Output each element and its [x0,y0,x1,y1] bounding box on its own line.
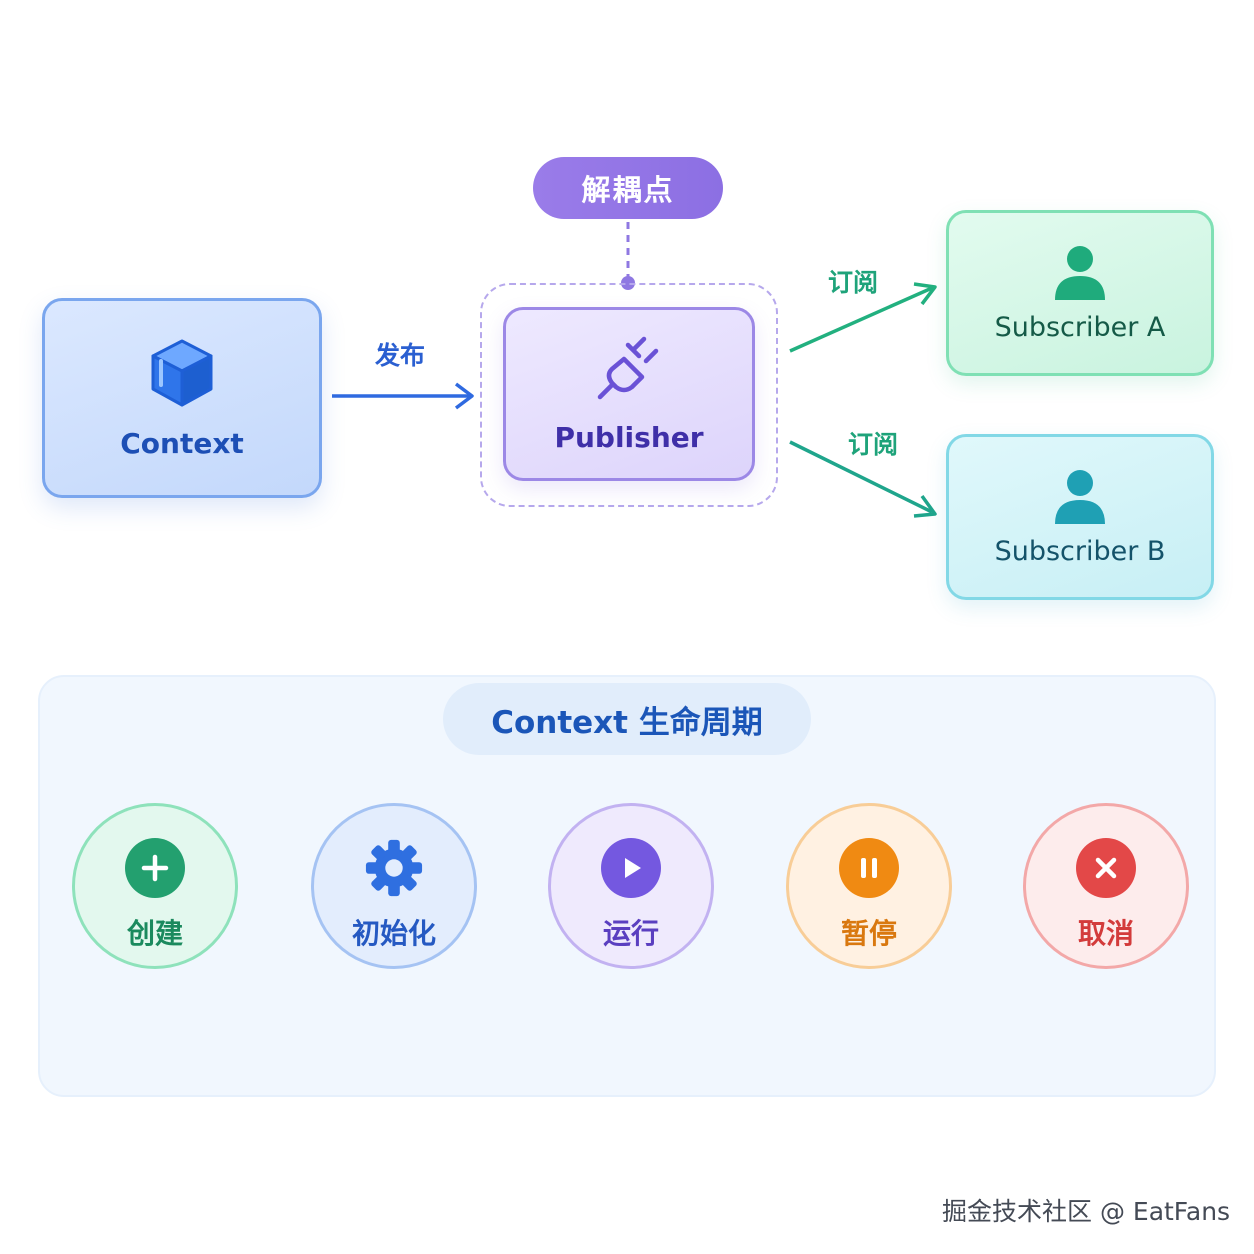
plus-icon [125,838,185,898]
decouple-badge: 解耦点 [533,157,723,219]
subscriber-a-label: Subscriber A [994,311,1166,343]
subscribe-a-edge-label: 订阅 [828,268,879,297]
publish-edge-label: 发布 [375,341,426,370]
subscribe-a-arrow [789,282,937,353]
person-icon [1055,245,1105,300]
stage-label: 运行 [602,917,659,950]
subscriber-a-node: Subscriber A [946,210,1214,376]
pause-icon [839,838,899,898]
subscribe-b-arrow [789,440,937,518]
subscriber-b-node: Subscriber B [946,434,1214,600]
play-icon [601,838,661,898]
stage-label: 创建 [126,917,183,950]
stage-pause: 暂停 [786,803,952,969]
stage-init: 初始化 [311,803,477,969]
subscriber-b-label: Subscriber B [994,535,1166,567]
context-label: Context [120,426,244,460]
watermark: 掘金技术社区 @ EatFans [942,1197,1231,1226]
cube-icon [151,339,213,406]
lifecycle-title: Context 生命周期 [443,683,811,755]
publisher-node: Publisher [503,307,755,481]
stage-run: 运行 [548,803,714,969]
stage-cancel: 取消 [1023,803,1189,969]
person-icon [1055,469,1105,524]
close-icon [1076,838,1136,898]
publisher-label: Publisher [554,420,704,454]
stage-label: 初始化 [351,917,436,950]
publish-arrow [332,382,474,410]
decouple-frame [480,283,778,507]
subscribe-b-edge-label: 订阅 [848,430,899,459]
stage-label: 暂停 [840,917,897,950]
stage-label: 取消 [1077,917,1134,950]
plug-icon [597,336,659,399]
stage-create: 创建 [72,803,238,969]
decouple-connector [621,222,635,290]
gear-icon [364,838,424,898]
context-node: Context [42,298,322,498]
